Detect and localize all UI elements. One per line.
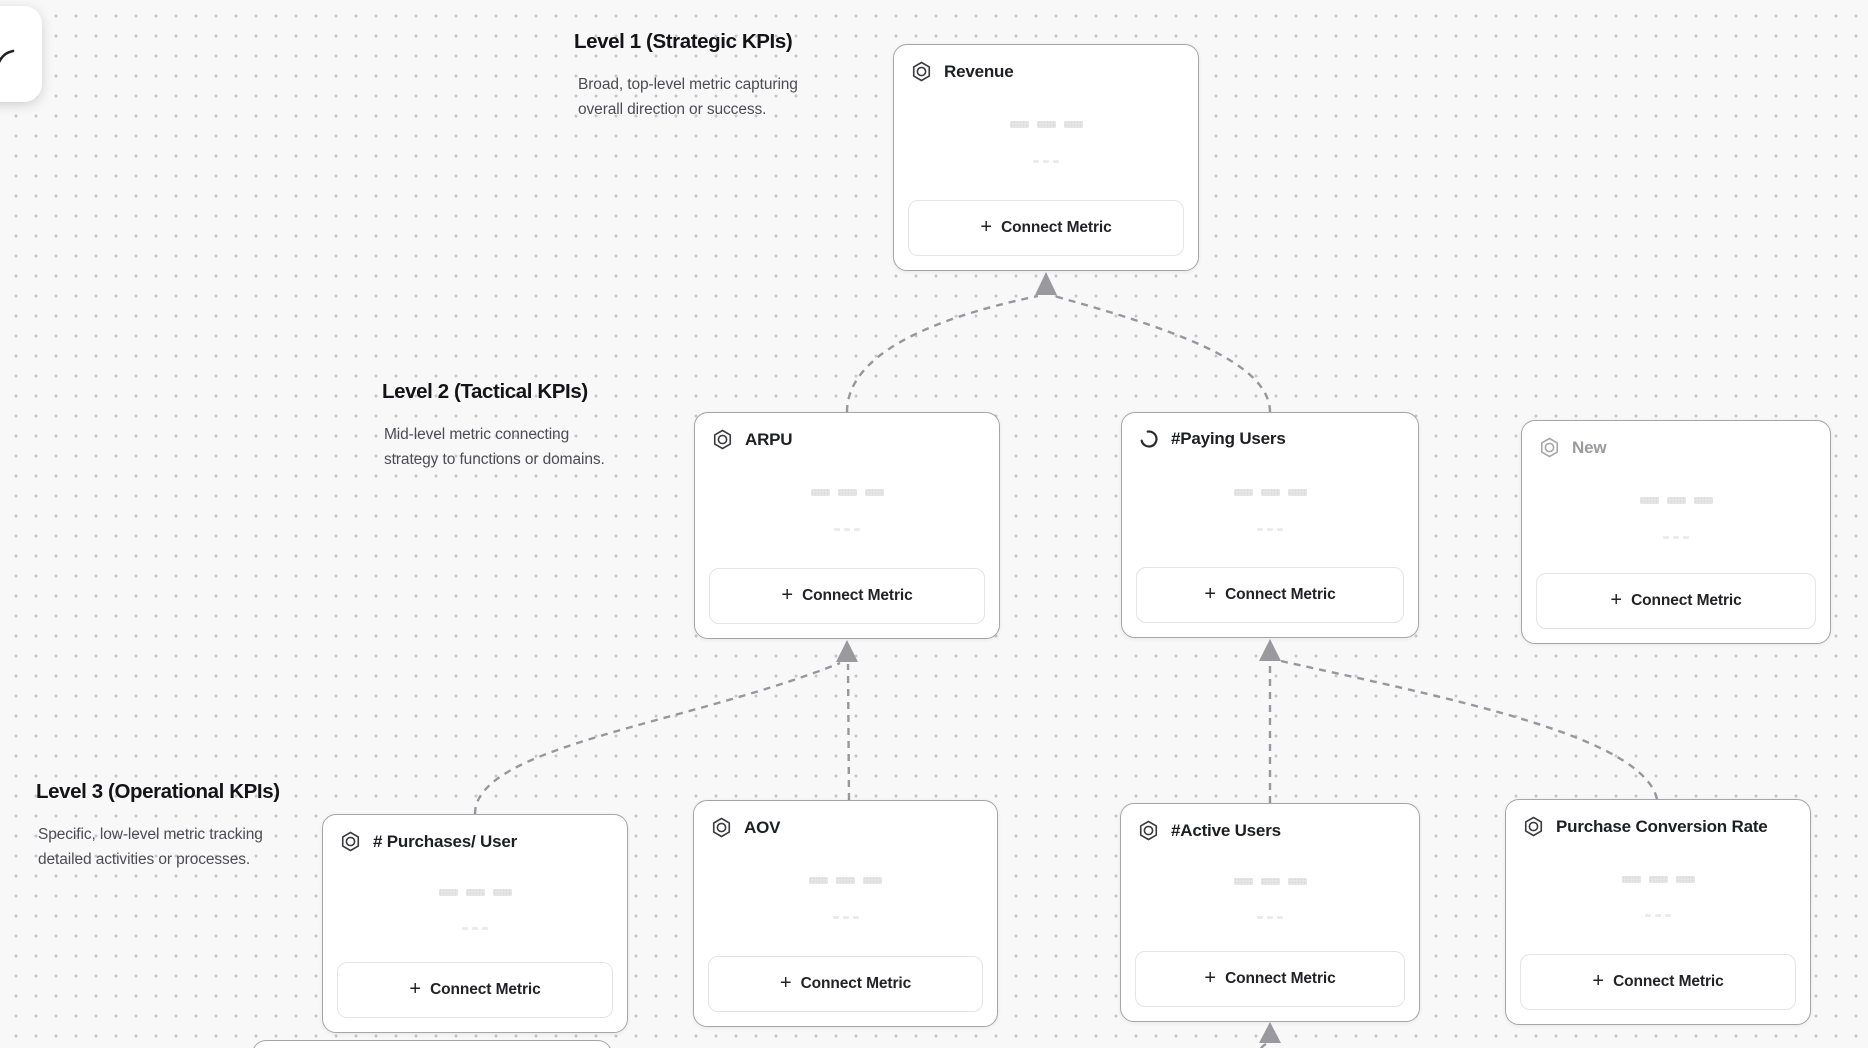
metric-badge-icon <box>912 61 931 82</box>
metric-card-purchase-conversion-rate[interactable]: Purchase Conversion Rate + Connect Metri… <box>1505 799 1811 1025</box>
connect-metric-button[interactable]: + Connect Metric <box>1135 951 1405 1007</box>
skeleton-dashes <box>894 160 1198 163</box>
card-title: New <box>1572 437 1607 457</box>
skeleton-dashes <box>1506 914 1810 917</box>
card-title: # Purchases/ User <box>373 831 518 851</box>
skeleton-dashes <box>1121 916 1419 919</box>
card-title: Revenue <box>944 61 1014 81</box>
level-2-description: Mid-level metric connecting strategy to … <box>384 426 605 468</box>
metric-badge-icon <box>341 831 360 852</box>
skeleton-bars <box>1121 878 1419 885</box>
connect-metric-button[interactable]: + Connect Metric <box>1136 567 1404 623</box>
metric-card-new[interactable]: New + Connect Metric <box>1521 420 1831 644</box>
edge-arpu-to-revenue <box>845 294 1039 413</box>
level-1-description: Broad, top-level metric capturing overal… <box>578 76 798 118</box>
skeleton-dashes <box>1522 536 1830 539</box>
metric-card-active-users[interactable]: #Active Users + Connect Metric <box>1120 803 1420 1022</box>
plus-icon: + <box>980 216 993 238</box>
skeleton-dashes <box>1122 528 1418 531</box>
connect-metric-button[interactable]: + Connect Metric <box>1536 573 1816 629</box>
plus-icon: + <box>779 972 792 994</box>
skeleton-bars <box>894 121 1198 128</box>
arrowhead-activeusers <box>1259 1022 1281 1043</box>
plus-icon: + <box>1204 583 1217 605</box>
card-title: #Active Users <box>1171 820 1281 840</box>
card-header: # Purchases/ User <box>323 815 627 853</box>
plus-icon: + <box>781 584 794 606</box>
plus-icon: + <box>409 978 422 1000</box>
arrowhead-revenue <box>1035 272 1057 295</box>
connect-metric-button[interactable]: + Connect Metric <box>709 568 985 624</box>
card-header: ARPU <box>695 413 999 451</box>
edge-purchases-to-arpu <box>473 661 841 815</box>
card-header: #Active Users <box>1121 804 1419 842</box>
level-3-title: Level 3 (Operational KPIs) <box>36 780 280 803</box>
metric-badge-icon <box>1524 816 1543 837</box>
metric-card-arpu[interactable]: ARPU + Connect Metric <box>694 412 1000 639</box>
arrowhead-payingusers <box>1259 639 1281 661</box>
skeleton-bars <box>1122 489 1418 496</box>
skeleton-bars <box>323 889 627 896</box>
level-2-title: Level 2 (Tactical KPIs) <box>382 380 588 403</box>
edge-aov-to-arpu <box>846 663 851 801</box>
skeleton-dashes <box>323 927 627 930</box>
card-title: #Paying Users <box>1171 429 1286 448</box>
metric-card-purchases-per-user[interactable]: # Purchases/ User + Connect Metric <box>322 814 628 1033</box>
metric-card-revenue[interactable]: Revenue + Connect Metric <box>893 44 1199 271</box>
skeleton-bars <box>695 489 999 496</box>
card-header: New <box>1522 421 1830 459</box>
edge-payingusers-to-revenue <box>1053 294 1272 413</box>
connect-metric-button[interactable]: + Connect Metric <box>908 200 1184 256</box>
plus-icon: + <box>1204 967 1217 989</box>
card-header: Purchase Conversion Rate <box>1506 800 1810 838</box>
level-3-description: Specific, low-level metric tracking deta… <box>38 826 263 868</box>
metric-badge-icon <box>1540 437 1559 458</box>
edge-offscreen-to-activeusers <box>1259 1042 1267 1048</box>
metric-badge-icon <box>712 817 731 838</box>
plus-icon: + <box>1592 970 1605 992</box>
level-1-title: Level 1 (Strategic KPIs) <box>574 30 793 53</box>
loading-spinner-icon <box>1140 430 1158 448</box>
card-header: #Paying Users <box>1122 413 1418 450</box>
metric-badge-icon <box>713 429 732 450</box>
floating-corner-panel[interactable] <box>0 6 42 102</box>
plus-icon: + <box>1610 589 1623 611</box>
pen-cursor-icon <box>0 49 15 63</box>
arrowhead-arpu <box>836 640 858 662</box>
skeleton-bars <box>694 877 997 884</box>
skeleton-bars <box>1506 876 1810 883</box>
skeleton-dashes <box>695 528 999 531</box>
edge-pcr-to-payingusers <box>1280 659 1659 800</box>
metric-badge-icon <box>1139 820 1158 841</box>
metric-card-partial-bottom[interactable] <box>252 1040 612 1048</box>
skeleton-dashes <box>694 916 997 919</box>
card-header: Revenue <box>894 45 1198 83</box>
card-title: AOV <box>744 817 781 837</box>
card-title: Purchase Conversion Rate <box>1556 816 1768 836</box>
connect-metric-button[interactable]: + Connect Metric <box>708 956 983 1012</box>
connect-metric-button[interactable]: + Connect Metric <box>1520 954 1796 1010</box>
card-header: AOV <box>694 801 997 839</box>
connect-metric-button[interactable]: + Connect Metric <box>337 962 613 1018</box>
metric-card-paying-users[interactable]: #Paying Users + Connect Metric <box>1121 412 1419 638</box>
skeleton-bars <box>1522 497 1830 504</box>
card-title: ARPU <box>745 429 793 449</box>
metric-card-aov[interactable]: AOV + Connect Metric <box>693 800 998 1027</box>
